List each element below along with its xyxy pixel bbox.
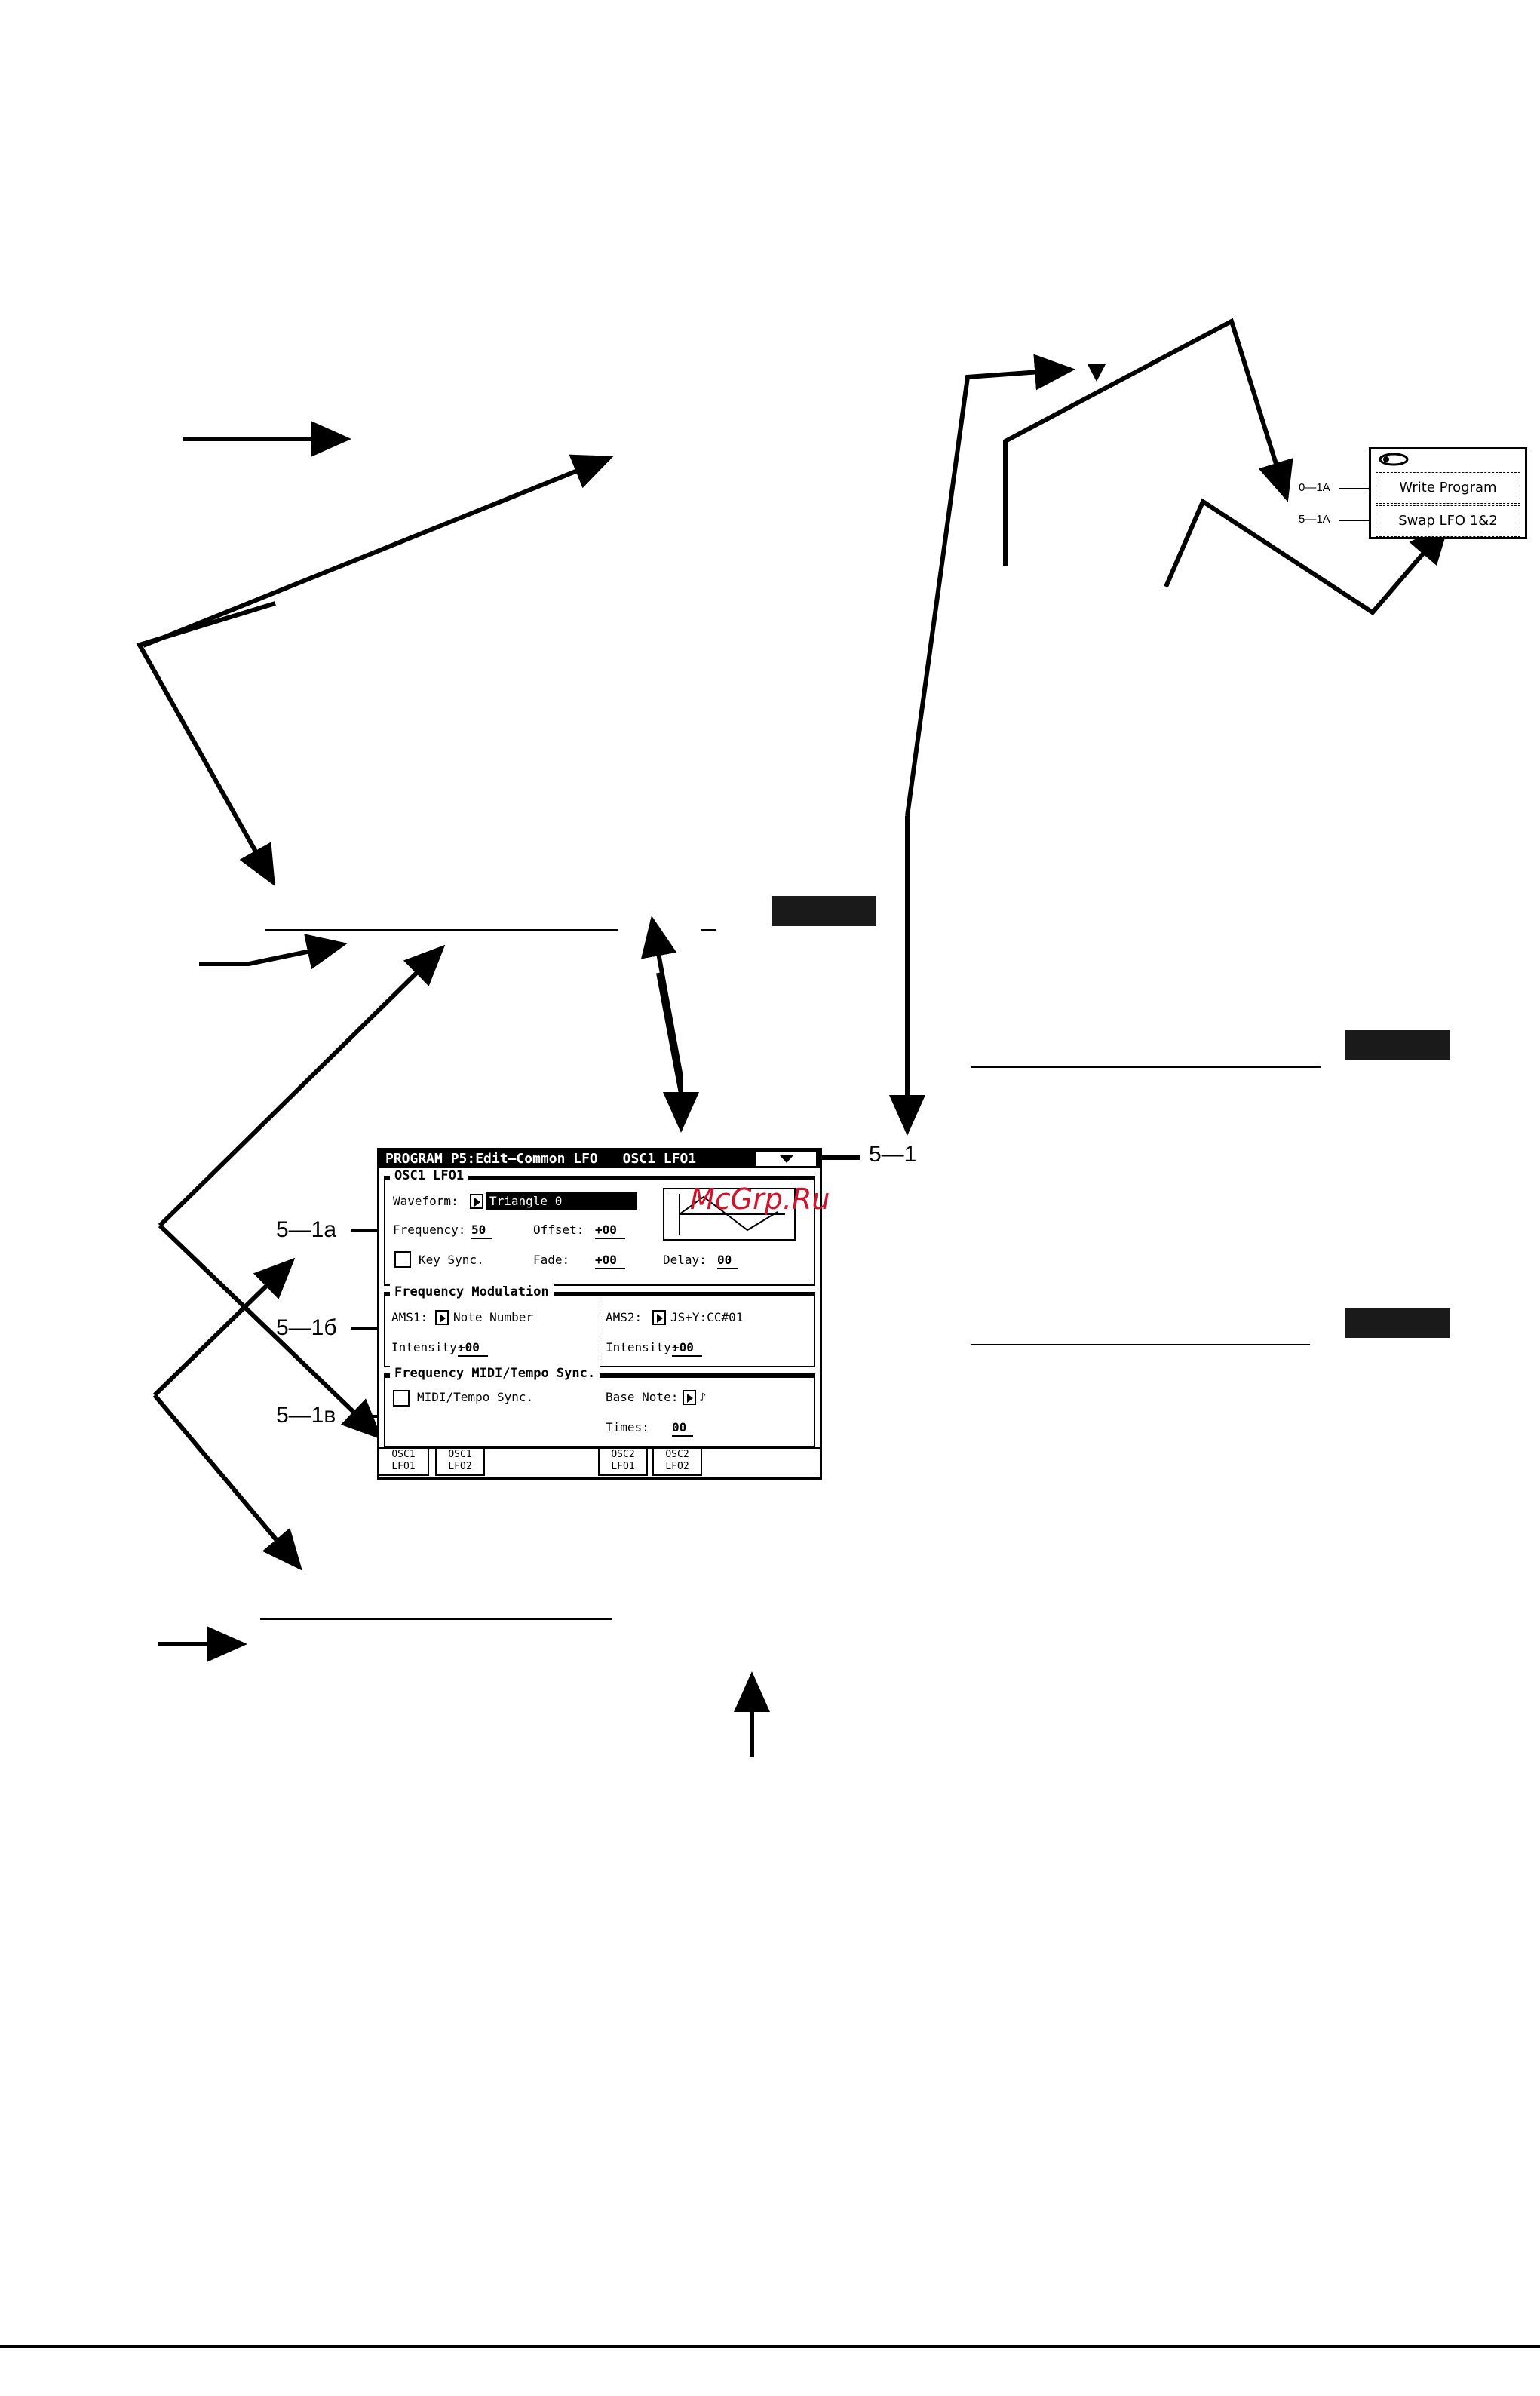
ams1-label: AMS1: <box>391 1310 428 1324</box>
section-title: OSC1 LFO1 <box>390 1168 469 1183</box>
delay-label: Delay: <box>663 1253 707 1267</box>
program-edit-lcd-screen: PROGRAM P5:Edit–Common LFO OSC1 LFO1 OSC… <box>377 1148 822 1480</box>
frequency-label: Frequency: <box>393 1223 466 1237</box>
callout-5-1v: 5—1в <box>276 1403 336 1428</box>
rule-line <box>971 1344 1310 1345</box>
section-title: Frequency MIDI/Tempo Sync. <box>390 1366 600 1381</box>
footer-rule <box>0 2345 1540 2348</box>
intensity2-value[interactable]: +00 <box>672 1340 702 1357</box>
intensity1-label: Intensity: <box>391 1340 465 1354</box>
osc-lfo-section: OSC1 LFO1 Waveform: Triangle 0 Frequency… <box>384 1168 815 1286</box>
times-value[interactable]: 00 <box>672 1420 693 1437</box>
ams2-value[interactable]: JS+Y:CC#01 <box>670 1310 744 1324</box>
down-triangle-icon <box>780 1155 793 1163</box>
menu-ref-label: 5—1A <box>1299 513 1330 526</box>
ams2-popup-button[interactable] <box>652 1310 666 1325</box>
base-note-value[interactable]: ♪ <box>699 1390 707 1404</box>
section-label-block <box>1345 1308 1450 1338</box>
ams2-label: AMS2: <box>606 1310 643 1324</box>
section-label-block <box>1345 1030 1450 1060</box>
delay-value[interactable]: 00 <box>717 1253 738 1269</box>
frequency-value[interactable]: 50 <box>471 1223 492 1239</box>
waveform-popup-button[interactable] <box>470 1194 483 1209</box>
base-note-popup-button[interactable] <box>683 1390 696 1405</box>
times-label: Times: <box>606 1420 649 1434</box>
ams1-popup-button[interactable] <box>435 1310 449 1325</box>
frequency-modulation-section: Frequency Modulation AMS1: Note Number A… <box>384 1284 815 1367</box>
rule-line <box>971 1066 1321 1068</box>
fade-label: Fade: <box>533 1253 570 1267</box>
waveform-value[interactable]: Triangle 0 <box>486 1192 637 1210</box>
rule-line <box>701 929 716 931</box>
triangle-wave-icon <box>679 1194 785 1235</box>
base-note-label: Base Note: <box>606 1390 679 1404</box>
ams1-value[interactable]: Note Number <box>453 1310 533 1324</box>
down-triangle-icon <box>1088 364 1106 382</box>
midi-tempo-sync-label: MIDI/Tempo Sync. <box>417 1390 534 1404</box>
screen-titlebar: PROGRAM P5:Edit–Common LFO OSC1 LFO1 <box>379 1150 820 1168</box>
offset-label: Offset: <box>533 1223 584 1237</box>
fade-value[interactable]: +00 <box>595 1253 625 1269</box>
waveform-graphic <box>663 1188 796 1241</box>
key-sync-checkbox[interactable] <box>394 1251 411 1268</box>
clip-icon <box>1379 453 1409 466</box>
section-label-block <box>772 896 876 926</box>
menu-ref-label: 0—1A <box>1299 481 1330 494</box>
callout-5-1b: 5—1б <box>276 1315 337 1340</box>
callout-5-1a: 5—1a <box>276 1217 337 1242</box>
section-title: Frequency Modulation <box>390 1284 554 1299</box>
screen-title: PROGRAM P5:Edit–Common LFO <box>385 1151 598 1167</box>
screen-page-name: OSC1 LFO1 <box>622 1151 697 1167</box>
watermark: McGrp.Ru <box>690 1183 830 1216</box>
rule-line <box>260 1618 612 1620</box>
offset-value[interactable]: +00 <box>595 1223 625 1239</box>
page-menu-button[interactable] <box>755 1152 817 1167</box>
intensity2-label: Intensity: <box>606 1340 679 1354</box>
waveform-label: Waveform: <box>393 1194 459 1208</box>
menu-item-write-program[interactable]: Write Program <box>1376 472 1520 504</box>
callout-5-1: 5—1 <box>869 1142 917 1167</box>
intensity1-value[interactable]: +00 <box>458 1340 488 1357</box>
page-menu-popup: Write Program Swap LFO 1&2 <box>1369 447 1527 539</box>
midi-tempo-sync-section: Frequency MIDI/Tempo Sync. MIDI/Tempo Sy… <box>384 1366 815 1447</box>
midi-tempo-sync-checkbox[interactable] <box>393 1390 410 1407</box>
key-sync-label: Key Sync. <box>419 1253 484 1267</box>
rule-line <box>265 929 618 931</box>
menu-item-swap-lfo[interactable]: Swap LFO 1&2 <box>1376 505 1520 537</box>
